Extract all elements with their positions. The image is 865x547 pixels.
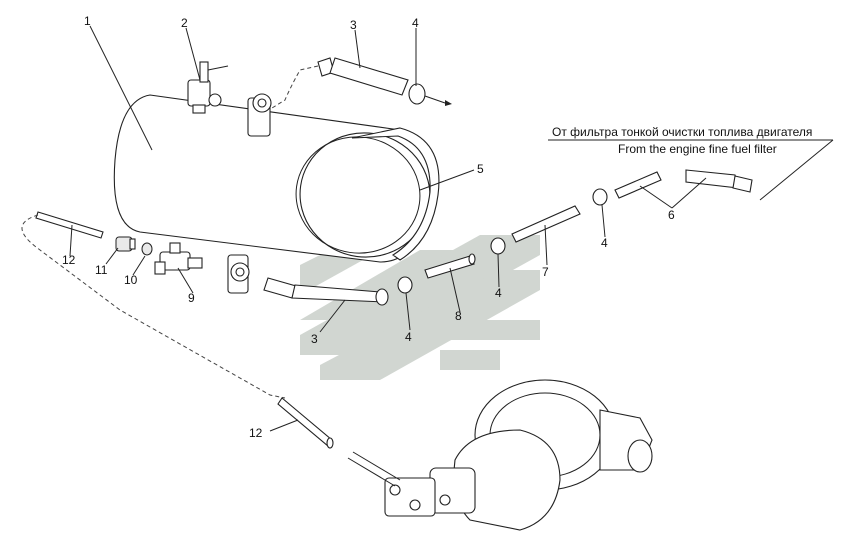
callout-3-top: 3	[350, 18, 357, 32]
tee-fitting-9	[154, 242, 203, 275]
callout-numbers: 1 2 3 4 5 12 11 10 9 3 4 8 4 7 4 6 12	[62, 14, 675, 440]
fuel-hose-6	[614, 169, 753, 199]
callout-1: 1	[84, 14, 91, 28]
note-english: From the engine fine fuel filter	[618, 142, 777, 156]
callout-8: 8	[455, 309, 462, 323]
callout-4-lower-3: 4	[601, 236, 608, 250]
fuel-tube-lower	[277, 397, 334, 449]
fine-filter-leader	[548, 139, 834, 201]
clamp-top	[408, 83, 452, 106]
drain-valve	[187, 61, 229, 114]
fuel-tube-upper	[21, 211, 286, 399]
fuel-pump-assembly	[347, 379, 653, 531]
callout-4-top: 4	[412, 16, 419, 30]
fuel-tube-7	[511, 205, 581, 243]
fuel-hose-top	[271, 57, 409, 109]
note-russian: От фильтра тонкой очистки топлива двигат…	[552, 125, 812, 139]
callout-10: 10	[124, 273, 138, 287]
callout-9: 9	[188, 291, 195, 305]
clamp-lower-2	[490, 237, 506, 255]
callout-2: 2	[181, 16, 188, 30]
callout-4-lower-2: 4	[495, 286, 502, 300]
leader-lines	[69, 25, 707, 432]
callout-3-lower: 3	[311, 332, 318, 346]
clamp-lower-1	[397, 276, 413, 294]
callout-6: 6	[668, 208, 675, 222]
callout-12-lower: 12	[249, 426, 263, 440]
callout-5: 5	[477, 162, 484, 176]
fuel-hose-lower	[263, 277, 389, 306]
callout-12-upper: 12	[62, 253, 76, 267]
callout-11: 11	[95, 263, 108, 277]
fitting-11	[115, 236, 136, 252]
fuel-tube-8	[424, 253, 476, 279]
callout-7: 7	[542, 265, 549, 279]
callout-4-lower-1: 4	[405, 330, 412, 344]
tank-strap	[351, 127, 440, 261]
clamp-lower-3	[592, 188, 608, 206]
washer-10	[141, 242, 153, 256]
